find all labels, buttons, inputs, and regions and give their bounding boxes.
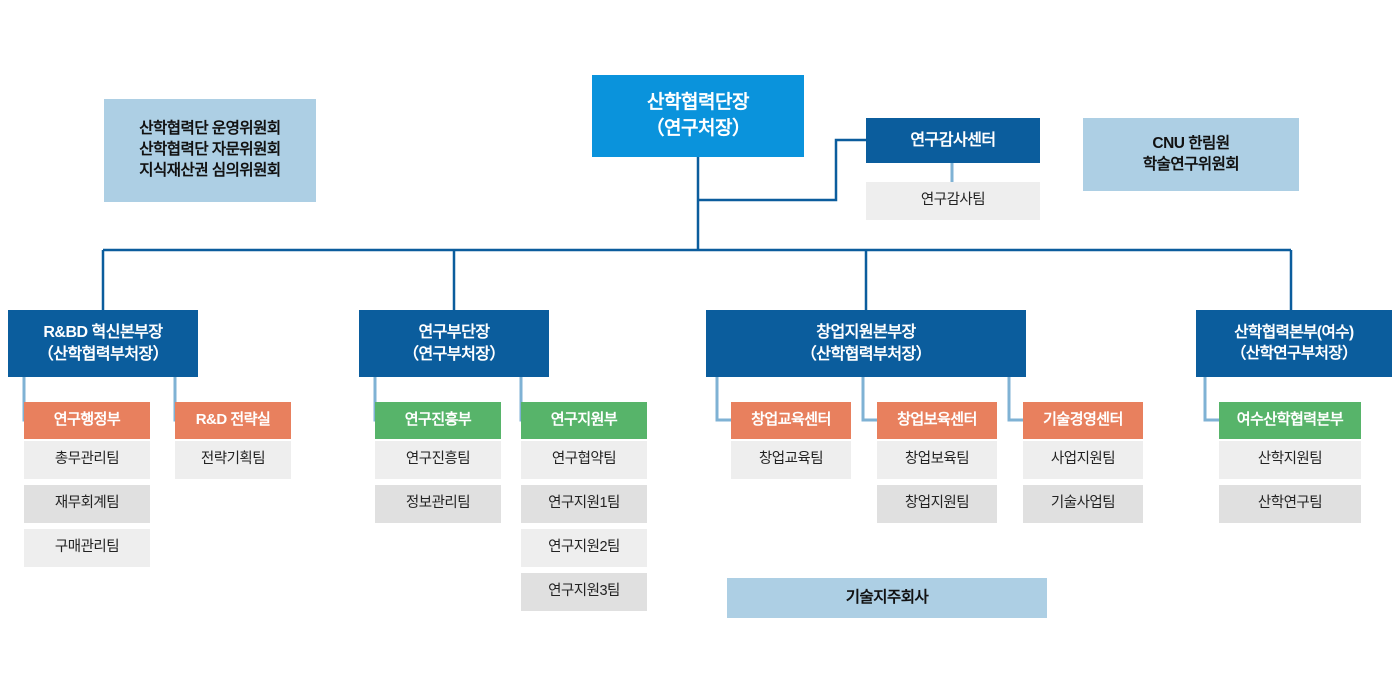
team-box[interactable]: 창업보육팀	[877, 441, 997, 479]
team-label: 총무관리팀	[54, 451, 120, 468]
team-box[interactable]: 연구지원3팀	[521, 573, 647, 611]
left-committee-item-2: 산학협력단 자문위원회	[139, 141, 281, 159]
dept-header-changeopgyoyuk[interactable]: 창업교육센터	[731, 402, 851, 439]
team-box[interactable]: 정보관리팀	[375, 485, 501, 523]
branch-head-research[interactable]: 연구부단장 （연구부처장）	[359, 310, 549, 377]
team-label: 연구지원3팀	[548, 583, 620, 600]
team-box[interactable]: 구매관리팀	[24, 529, 150, 567]
holding-company-label: 기술지주회사	[845, 588, 929, 606]
team-box[interactable]: 연구지원2팀	[521, 529, 647, 567]
team-label: 전략기획팀	[200, 451, 266, 468]
branch-head-line2: （연구부처장）	[402, 345, 506, 363]
dept-header-yeonguhaengjeongbu[interactable]: 연구행정부	[24, 402, 150, 439]
team-label: 창업지원팀	[904, 495, 970, 512]
executive-title-line1: 산학협력단장	[647, 92, 749, 114]
branch-head-yeosu[interactable]: 산학협력본부(여수) （산학연구부처장）	[1196, 310, 1392, 377]
team-box[interactable]: 창업교육팀	[731, 441, 851, 479]
audit-center-team[interactable]: 연구감사팀	[866, 182, 1040, 220]
dept-label: 연구행정부	[53, 411, 121, 429]
team-label: 연구지원2팀	[548, 539, 620, 556]
holding-company-box: 기술지주회사	[727, 578, 1047, 618]
branch-head-line2: （산학연구부처장）	[1230, 344, 1358, 362]
executive-title-line2: （연구처장）	[645, 118, 751, 139]
team-box[interactable]: 산학연구팀	[1219, 485, 1361, 523]
left-committee-item-3: 지식재산권 심의위원회	[139, 161, 281, 179]
team-box[interactable]: 기술사업팀	[1023, 485, 1143, 523]
dept-header-gisulgyeongyeong[interactable]: 기술경영센터	[1023, 402, 1143, 439]
dept-label: 기술경영센터	[1043, 411, 1123, 429]
right-committee-item-2: 학술연구위원회	[1142, 155, 1240, 173]
audit-center-team-label: 연구감사팀	[920, 192, 986, 209]
team-label: 산학연구팀	[1257, 495, 1323, 512]
team-label: 기술사업팀	[1050, 495, 1116, 512]
team-box[interactable]: 산학지원팀	[1219, 441, 1361, 479]
team-label: 정보관리팀	[405, 495, 471, 512]
team-box[interactable]: 창업지원팀	[877, 485, 997, 523]
dept-header-yeongujinheungbu[interactable]: 연구진흥부	[375, 402, 501, 439]
team-label: 재무회계팀	[54, 495, 120, 512]
team-label: 산학지원팀	[1257, 451, 1323, 468]
dept-label: 연구지원부	[550, 411, 618, 429]
dept-header-yeongujiwonbu[interactable]: 연구지원부	[521, 402, 647, 439]
team-label: 연구지원1팀	[548, 495, 620, 512]
executive-box[interactable]: 산학협력단장 （연구처장）	[592, 75, 804, 157]
audit-center-title: 연구감사센터	[910, 131, 996, 149]
branch-head-line1: 산학협력본부(여수)	[1234, 323, 1354, 341]
team-label: 창업보육팀	[904, 451, 970, 468]
dept-label: 창업보육센터	[897, 411, 977, 429]
team-label: 사업지원팀	[1050, 451, 1116, 468]
dept-label: 창업교육센터	[751, 411, 831, 429]
dept-label: R&D 전략실	[195, 411, 271, 429]
left-committee-box: 산학협력단 운영위원회 산학협력단 자문위원회 지식재산권 심의위원회	[104, 99, 316, 202]
team-label: 연구진흥팀	[405, 451, 471, 468]
dept-header-yeosu[interactable]: 여수산학협력본부	[1219, 402, 1361, 439]
dept-label: 연구진흥부	[404, 411, 472, 429]
team-label: 연구협약팀	[551, 451, 617, 468]
left-committee-item-1: 산학협력단 운영위원회	[139, 120, 281, 138]
branch-head-line1: 연구부단장	[418, 323, 490, 341]
team-label: 창업교육팀	[758, 451, 824, 468]
branch-head-rbd[interactable]: R&BD 혁신본부장 （산학협력부처장）	[8, 310, 198, 377]
branch-head-line1: 창업지원본부장	[816, 323, 916, 341]
team-box[interactable]: 사업지원팀	[1023, 441, 1143, 479]
right-committee-box: CNU 한림원 학술연구위원회	[1083, 118, 1299, 191]
branch-head-line2: （산학협력부처장）	[800, 345, 932, 363]
dept-header-changeopboyuk[interactable]: 창업보육센터	[877, 402, 997, 439]
team-box[interactable]: 총무관리팀	[24, 441, 150, 479]
branch-head-startup[interactable]: 창업지원본부장 （산학협력부처장）	[706, 310, 1026, 377]
team-box[interactable]: 연구지원1팀	[521, 485, 647, 523]
team-box[interactable]: 전략기획팀	[175, 441, 291, 479]
team-box[interactable]: 연구협약팀	[521, 441, 647, 479]
branch-head-line1: R&BD 혁신본부장	[43, 323, 163, 341]
dept-label: 여수산학협력본부	[1236, 411, 1344, 429]
team-box[interactable]: 재무회계팀	[24, 485, 150, 523]
team-box[interactable]: 연구진흥팀	[375, 441, 501, 479]
dept-header-rnd-strategy[interactable]: R&D 전략실	[175, 402, 291, 439]
audit-center-box[interactable]: 연구감사센터	[866, 118, 1040, 163]
team-label: 구매관리팀	[54, 539, 120, 556]
branch-head-line2: （산학협력부처장）	[37, 345, 169, 363]
right-committee-item-1: CNU 한림원	[1152, 134, 1230, 152]
